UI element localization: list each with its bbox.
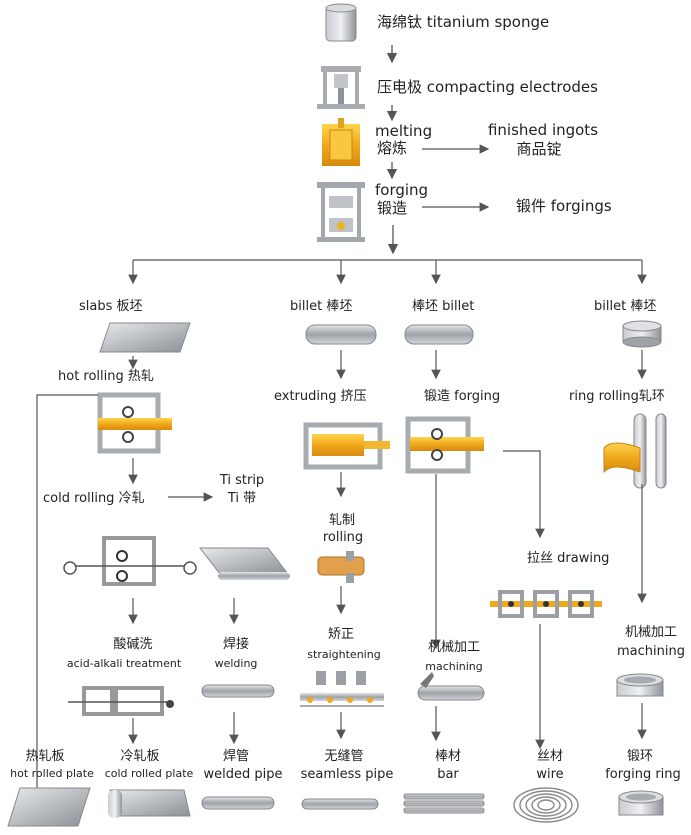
bar-illustration [403,793,485,814]
forging-label-zh: 锻造 [377,199,408,217]
rolling-label-zh: 轧制 [328,513,356,528]
forging-ring-label-zh: 锻环 [626,749,654,764]
acid-label-zh: 酸碱洗 [113,637,153,652]
welded-pipe-label-zh: 焊管 [222,749,250,764]
hot-plate-line [36,394,98,820]
machining-label-en: machining [425,660,483,673]
rolling-label-en: rolling [322,530,364,545]
drawing-machine-illustration [490,590,602,618]
compacting-label: 压电极 compacting electrodes [377,78,598,96]
extruding-label: extruding 挤压 [274,389,367,404]
acid-label-en: acid-alkali treatment [66,657,182,670]
seamless-pipe-illustration [301,798,379,810]
melting-furnace-illustration [322,118,360,166]
straightening-illustration [300,671,384,707]
cold-plate-label-zh: 冷轧板 [120,749,160,764]
forging-press-illustration [317,182,365,242]
sponge-label: 海绵钛 titanium sponge [377,13,550,31]
wire-label-en: wire [536,767,564,782]
welded-pipe-illustration [201,796,275,810]
straightening-label-zh: 矫正 [327,627,355,642]
finished-ingots-label-zh: 商品锭 [516,140,562,158]
seamless-label-en: seamless pipe [300,767,394,782]
forging-press-illustration-2 [405,416,484,474]
machining-label-zh: 机械加工 [427,640,481,655]
cold-rolled-plate-illustration [108,789,191,818]
forgings-label: 锻件 forgings [516,197,612,215]
extruder-illustration [303,422,390,470]
sponge-illustration [325,3,357,42]
machining-ring-illustration [616,673,664,697]
hot-rolled-plate-illustration [7,787,91,827]
seamless-label-zh: 无缝管 [324,749,364,764]
forging-label-en: forging [375,181,429,199]
compacting-press-illustration [317,66,365,109]
billet-disc-illustration [622,320,662,348]
hot-plate-label-en: hot rolled plate [10,767,94,780]
billet-label-col2: billet 棒坯 [290,299,353,314]
cold-plate-label-en: cold rolled plate [104,767,194,780]
machining-label-col4-en: machining [617,644,685,659]
ti-strip-label-en: Ti strip [219,473,265,488]
welding-illustration [201,684,275,698]
wire-coil-illustration [513,787,579,823]
billet-label-col4: billet 棒坯 [594,299,657,314]
melting-label-zh: 熔炼 [377,139,408,157]
wire-label-zh: 丝材 [536,749,564,764]
acid-treatment-illustration [68,686,174,716]
drawing-label: 拉丝 drawing [527,551,610,566]
billet-illustration-2 [404,324,474,345]
forging-ring-label-en: forging ring [605,767,681,782]
ring-rolling-label: ring rolling轧环 [569,389,665,404]
hot-rolling-mill-illustration [97,392,172,454]
ti-strip-illustration [198,547,290,580]
machining-illustration [417,672,485,701]
hot-plate-label-zh: 热轧板 [25,749,65,764]
slabs-label: slabs 板坯 [79,299,143,314]
billet-illustration [305,324,377,345]
welding-label-en: welding [214,657,258,670]
billet-label-col3: 棒坯 billet [412,299,475,314]
arrow [503,450,545,539]
welded-pipe-label-en: welded pipe [203,767,283,782]
bar-label-zh: 棒材 [434,749,462,764]
straightening-label-en: straightening [307,648,381,661]
finished-ingots-label-en: finished ingots [487,121,599,139]
ring-rolling-illustration [603,413,667,489]
bar-label-en: bar [437,767,459,782]
rolling-illustration [317,551,365,583]
forging-ring-illustration [618,790,664,816]
ti-strip-label-zh: Ti 带 [227,491,257,506]
melting-label-en: melting [375,122,433,140]
forging-label-col3: 锻造 forging [424,389,501,404]
welding-label-zh: 焊接 [222,637,250,652]
hot-rolling-label: hot rolling 热轧 [58,369,154,384]
cold-rolling-label: cold rolling 冷轧 [43,491,145,506]
machining-label-col4-zh: 机械加工 [624,625,678,640]
slab-illustration [99,322,191,353]
cold-rolling-mill-illustration [63,536,197,586]
